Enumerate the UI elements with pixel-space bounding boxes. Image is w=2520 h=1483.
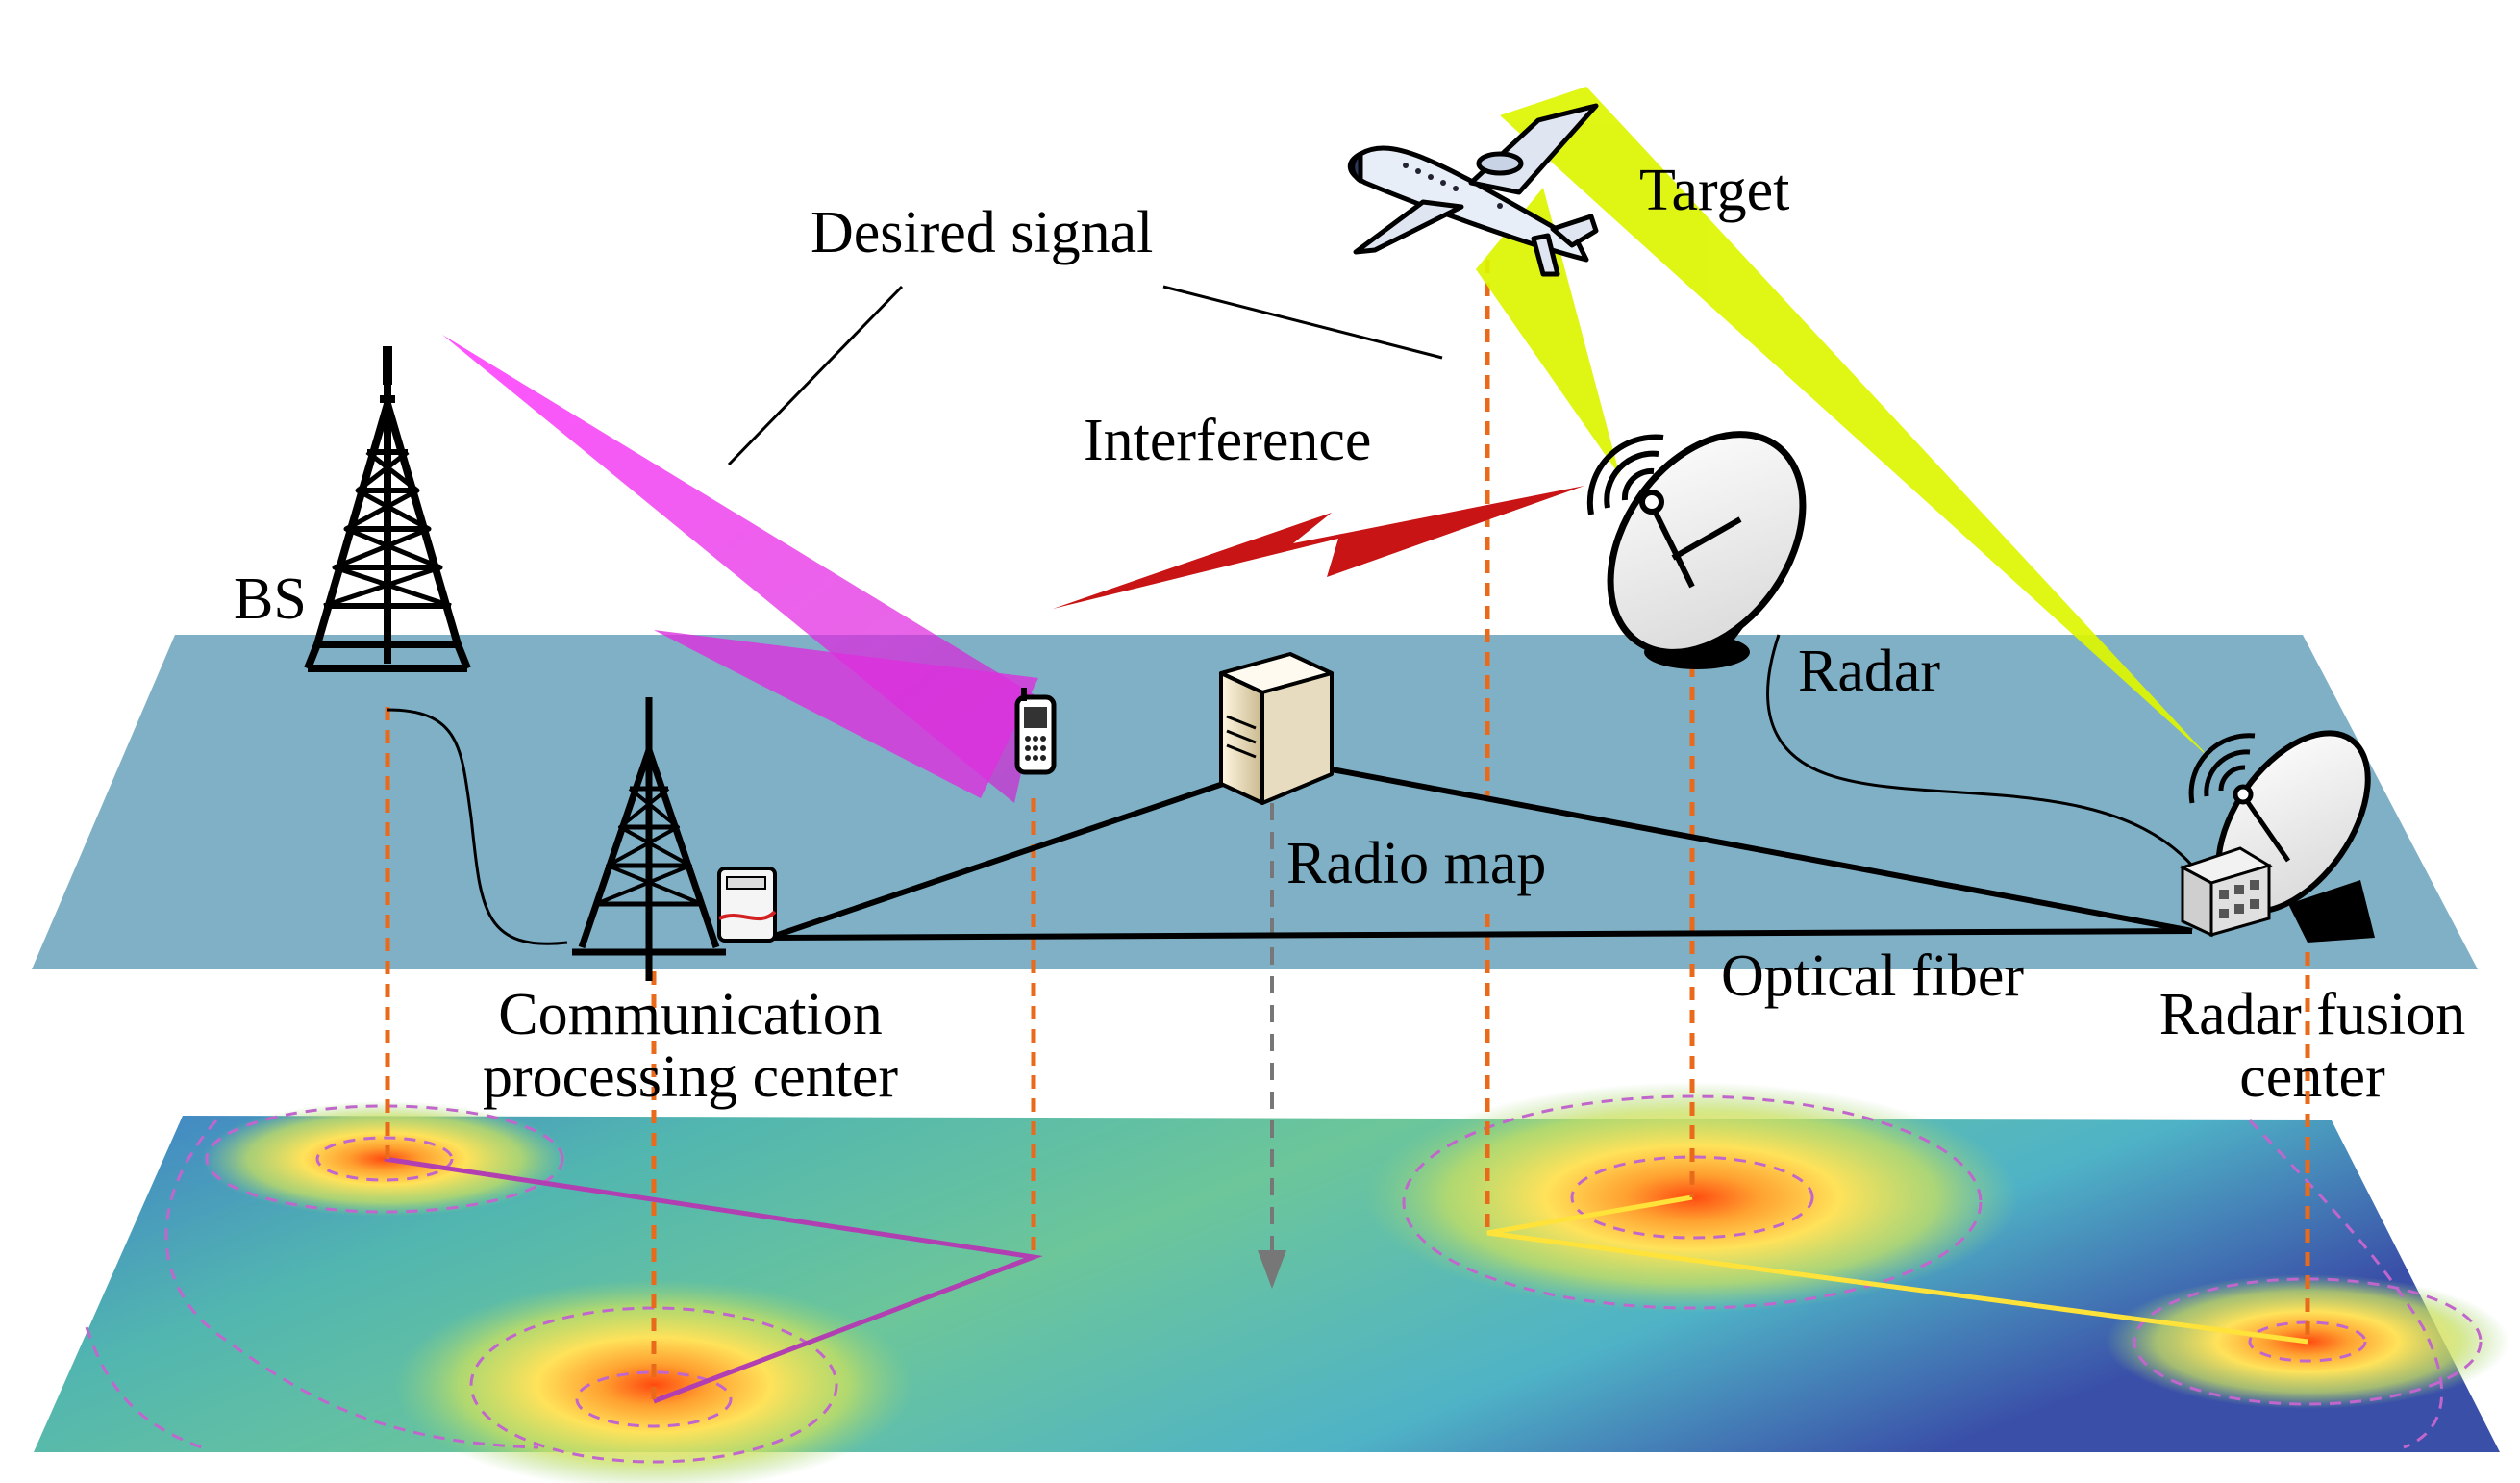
projection-lines — [385, 260, 2310, 1399]
radar-dish-icon — [1586, 431, 1807, 669]
communication-center-label-line1: Communication — [498, 982, 883, 1047]
desired-signal-pointers — [727, 285, 1443, 466]
interference-label: Interference — [1084, 408, 1371, 473]
airplane-icon — [1347, 103, 1599, 277]
target-label: Target — [1639, 158, 1789, 223]
radar-fusion-center-label-line2: center — [2239, 1044, 2385, 1110]
communication-beam-center — [654, 630, 1038, 798]
phone-icon — [1014, 688, 1057, 775]
radar-label: Radar — [1798, 639, 1940, 704]
communication-center-icon — [717, 867, 777, 943]
communication-center-label-line2: processing center — [483, 1044, 898, 1110]
radar-fusion-center-icon — [2179, 730, 2375, 943]
bs-label: BS — [234, 566, 307, 632]
server-icon — [1219, 652, 1334, 805]
radio-map-arrow — [1258, 803, 1286, 1289]
communication-tower-icon — [572, 697, 726, 981]
interference-bolt — [1053, 486, 1584, 609]
tower-icon — [304, 346, 471, 672]
optical-fiber-label: Optical fiber — [1721, 943, 2024, 1009]
radar-fusion-center-label-line1: Radar fusion — [2159, 982, 2466, 1047]
radio-map-label: Radio map — [1286, 831, 1546, 896]
radar-beams — [1476, 87, 2211, 760]
desired-signal-label: Desired signal — [811, 200, 1153, 265]
network-links — [387, 634, 2194, 945]
